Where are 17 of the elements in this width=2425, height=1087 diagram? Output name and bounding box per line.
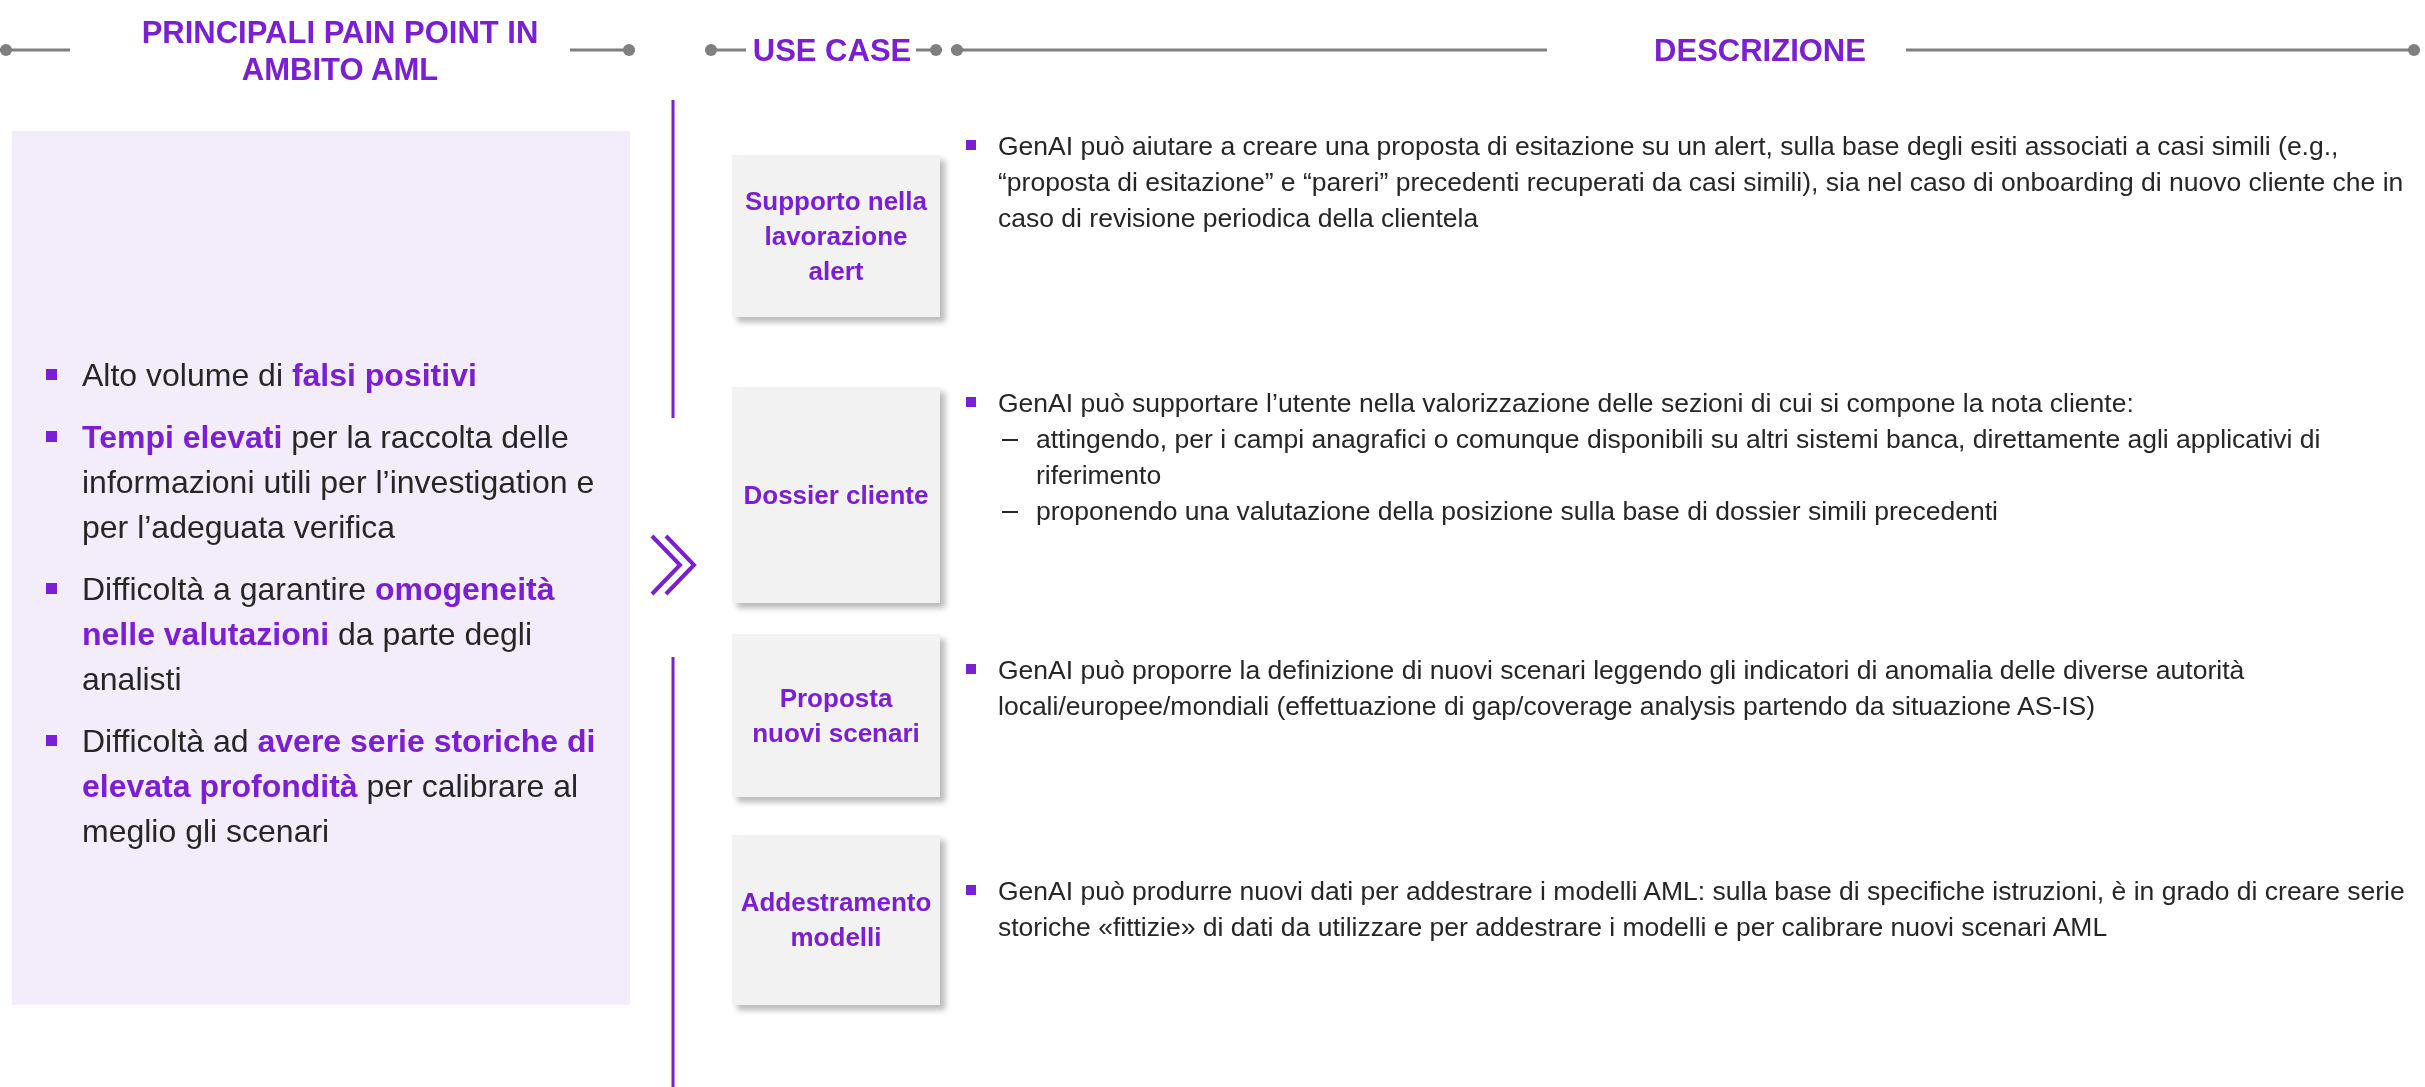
use-case-box: Proposta nuovi scenari [732, 634, 940, 797]
column-heading: DESCRIZIONE [1653, 32, 1867, 69]
bullet-item: GenAI può supportare l’utente nella valorizzazione delle sezioni di cui si compone la nota cliente: [966, 385, 2406, 421]
pain-point-panel [12, 131, 630, 1005]
bullet-item: GenAI può proporre la definizione di nuovi scenari leggendo gli indicatori di anomalia delle diverse autorità locali/europee/mondiali (effettuazione di gap/coverage analysis partendo da situazione AS-IS) [966, 652, 2406, 724]
bullet-item: Alto volume di falsi positivi [42, 353, 600, 398]
bullet-item: Tempi elevati per la raccolta delle informazioni utili per l’investigation e per l’adeguata verifica [42, 415, 600, 550]
bullet-item: Difficoltà ad avere serie storiche di elevata profondità per calibrare al meglio gli scenari [42, 719, 600, 854]
column-heading: USE CASE [752, 32, 912, 69]
column-heading: PRINCIPALI PAIN POINT IN AMBITO AML [140, 14, 540, 88]
bullet-item: Difficoltà a garantire omogeneità nelle valutazioni da parte degli analisti [42, 567, 600, 702]
bullet-item: GenAI può aiutare a creare una proposta di esitazione su un alert, sulla base degli esiti associati a casi simili (e.g., “proposta di esitazione” e “pareri” precedenti recuperati da casi simili), sia nel caso di onboarding di nuovo cliente che in caso di revisione periodica della clientela [966, 128, 2406, 236]
use-case-box: Addestramento modelli [732, 835, 940, 1005]
bullet-item: GenAI può produrre nuovi dati per addestrare i modelli AML: sulla base di specifiche istruzioni, è in grado di creare serie storiche «fittizie» di dati da utilizzare per addestrare i modelli e per calibrare nuovi scenari AML [966, 873, 2406, 945]
use-case-box: Supporto nella lavorazione alert [732, 155, 940, 317]
use-case-box: Dossier cliente [732, 387, 940, 603]
sub-item: proponendo una valutazione della posizione sulla base di dossier simili precedenti [966, 493, 2406, 529]
